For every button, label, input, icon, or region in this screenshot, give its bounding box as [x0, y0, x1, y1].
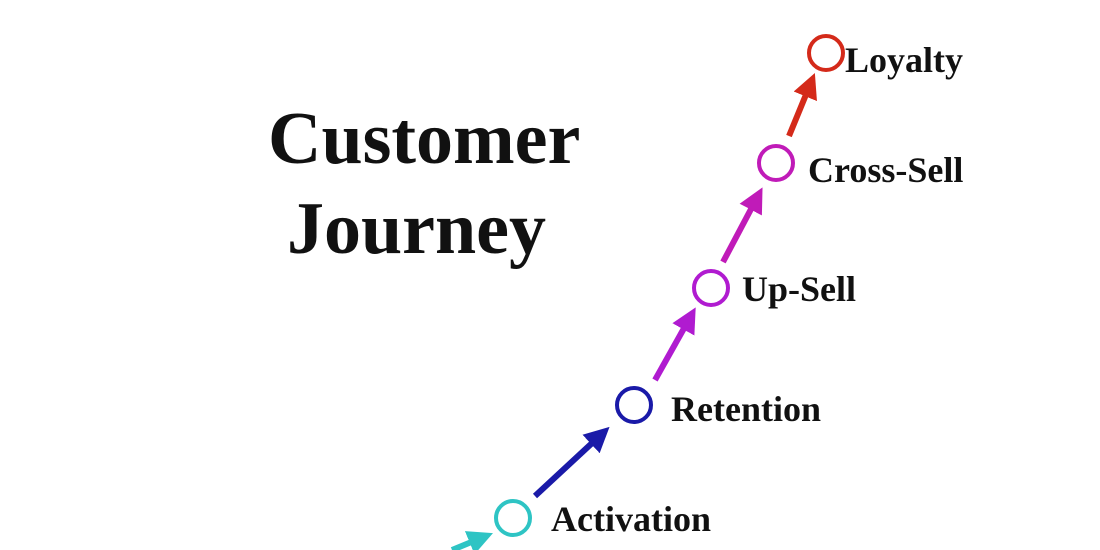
stage-label-retention: Retention: [671, 389, 821, 429]
stage-node-loyalty: [807, 34, 845, 72]
arrow-activation-to-retention: [532, 426, 610, 499]
stage-node-activation: [494, 499, 532, 537]
stage-label-loyalty: Loyalty: [845, 40, 963, 80]
arrow-upsell-to-crosssell: [720, 187, 763, 264]
arrow-into-activation: [450, 531, 493, 550]
stage-node-crosssell: [757, 144, 795, 182]
stage-label-crosssell: Cross-Sell: [808, 150, 963, 190]
stage-label-upsell: Up-Sell: [742, 269, 856, 309]
title-line-2: Journey: [287, 188, 546, 270]
arrow-crosssell-to-loyalty: [786, 73, 817, 138]
title-line-1: Customer: [268, 98, 580, 180]
stage-node-upsell: [692, 269, 730, 307]
stage-label-activation: Activation: [551, 499, 711, 539]
stage-node-retention: [615, 386, 653, 424]
arrow-retention-to-upsell: [652, 307, 696, 382]
